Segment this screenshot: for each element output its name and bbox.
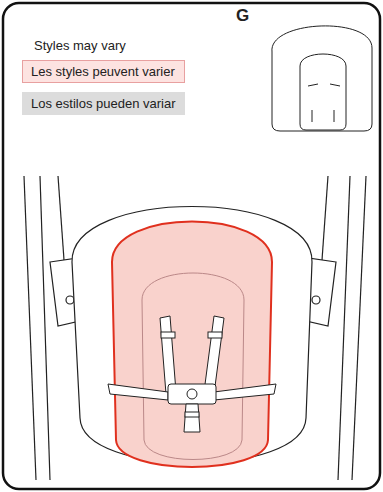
note-band: Los estilos pueden variar <box>22 92 185 115</box>
swing-frame <box>24 176 366 480</box>
seat-pad-view <box>272 26 372 131</box>
harness <box>108 316 276 432</box>
swing-seat <box>72 207 312 468</box>
note-text: Styles may vary <box>34 38 126 53</box>
note-band: Les styles peuvent varier <box>22 60 185 83</box>
panel-letter: G <box>236 6 249 26</box>
seat-pad-highlight <box>112 222 272 468</box>
panel-border <box>3 3 380 489</box>
note-text: Les styles peuvent varier <box>31 64 176 79</box>
note-text: Los estilos pueden variar <box>31 96 176 111</box>
